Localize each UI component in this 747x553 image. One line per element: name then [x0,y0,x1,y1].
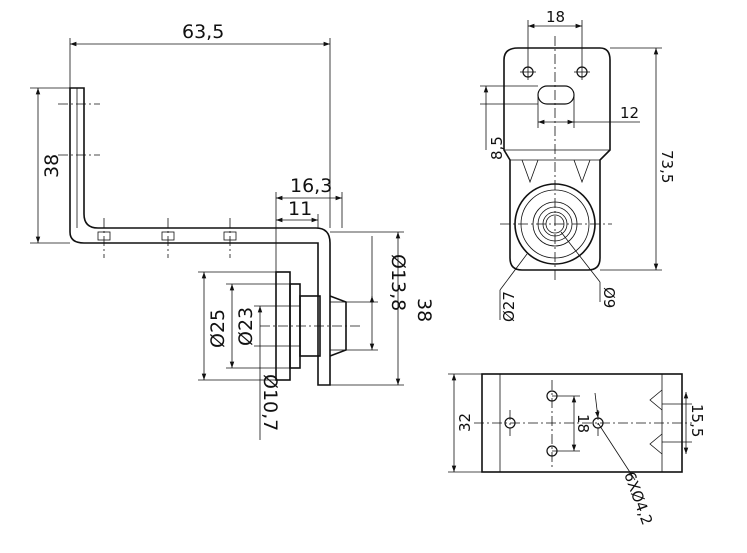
dim-offset: 16,3 [290,175,332,197]
hole-section [223,231,237,241]
ribs [649,389,663,455]
hole-section [97,231,111,241]
dim-right-height: 38 [413,298,435,322]
dim-overall-width: 63,5 [182,21,224,43]
dim-top-width: 18 [546,8,565,26]
front-view: 18 12 8,5 73,5 Ø27 Ø9 [480,8,676,322]
dim-right: 15,5 [688,404,706,437]
dim-dia-outer: Ø25 [207,309,229,348]
dim-total-height: 73,5 [658,150,676,183]
dim-inner-offset: 11 [288,198,312,220]
dim-dia-small-front: Ø9 [600,287,618,308]
side-view: 63,5 38 16,3 11 Ø13,8 38 Ø25 [30,21,435,440]
slot [537,85,575,105]
dim-slot-width: 12 [620,104,639,122]
dim-height: 38 [41,154,63,178]
dim-dia-mid: Ø23 [235,307,257,346]
ribs [521,159,591,184]
dim-dia-large: Ø27 [500,291,518,322]
dim-dia-bore: Ø10,7 [259,374,281,431]
dim-hole-count: 6XØ4,2 [620,469,656,527]
dim-hole-spacing: 18 [574,414,592,433]
hole-section [161,231,175,241]
plate-outline [503,47,611,271]
dim-bottom-width: 32 [456,413,474,432]
bracket-profile [69,87,331,386]
bottom-view: 32 18 15,5 6XØ4,2 [448,373,706,528]
dim-slot-offset: 8,5 [488,136,506,160]
